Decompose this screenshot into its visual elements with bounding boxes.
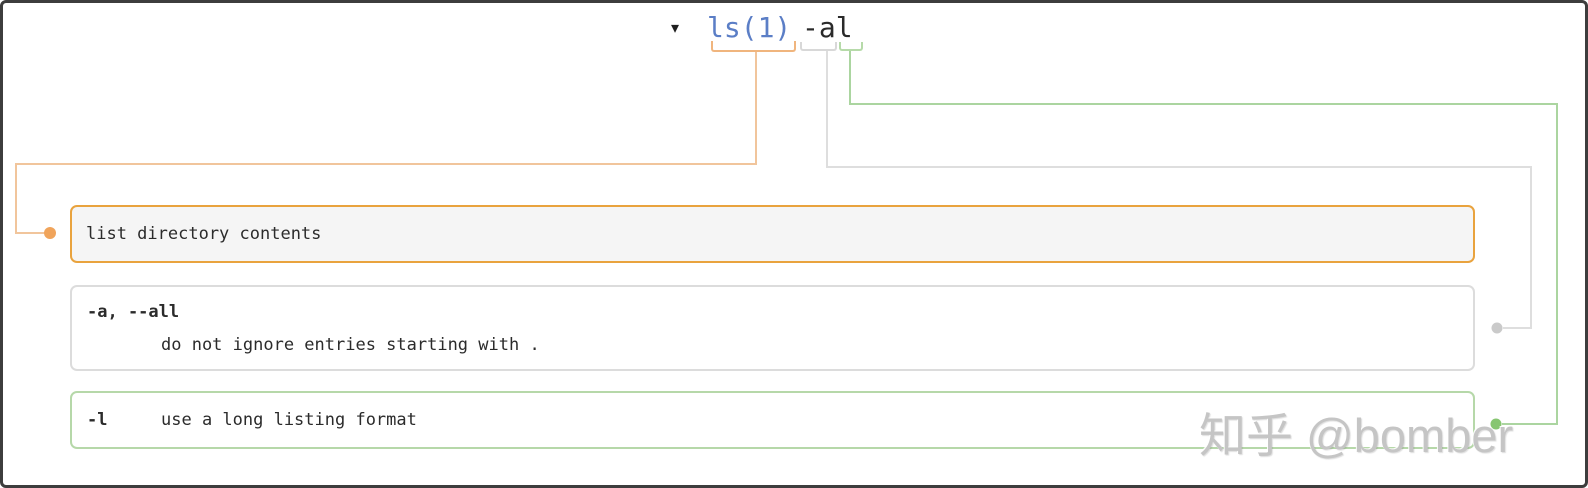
- zhihu-watermark: 知乎 @bomber: [1199, 409, 1514, 462]
- option-a-name: -a, --all: [87, 302, 180, 322]
- bracket-option-a: [800, 42, 837, 51]
- connector-option-l-dot: [1490, 418, 1502, 430]
- option-l-description: use a long listing format: [161, 410, 417, 430]
- command-program-link[interactable]: ls(1): [707, 11, 792, 44]
- connector-option-a-dot: [1491, 322, 1503, 334]
- connector-option-a-line: [826, 51, 1532, 329]
- connector-option-l-line: [849, 51, 1558, 425]
- explanation-box-ls: list directory contents: [70, 205, 1475, 263]
- option-l-name: -l: [87, 410, 108, 430]
- option-a-description: do not ignore entries starting with .: [161, 335, 540, 355]
- bracket-ls: [711, 41, 796, 52]
- connector-lines: [15, 51, 1558, 430]
- bracket-option-l: [839, 42, 863, 51]
- connector-ls-line: [15, 52, 757, 234]
- explanation-text-ls: list directory contents: [86, 224, 322, 244]
- explanation-box-option-l: -l use a long listing format: [70, 391, 1475, 449]
- expand-collapse-caret-icon[interactable]: ▾: [671, 18, 680, 37]
- command-arguments[interactable]: -al: [802, 11, 853, 44]
- explanation-box-option-a: -a, --all do not ignore entries starting…: [70, 285, 1475, 371]
- connector-ls-dot: [44, 227, 56, 239]
